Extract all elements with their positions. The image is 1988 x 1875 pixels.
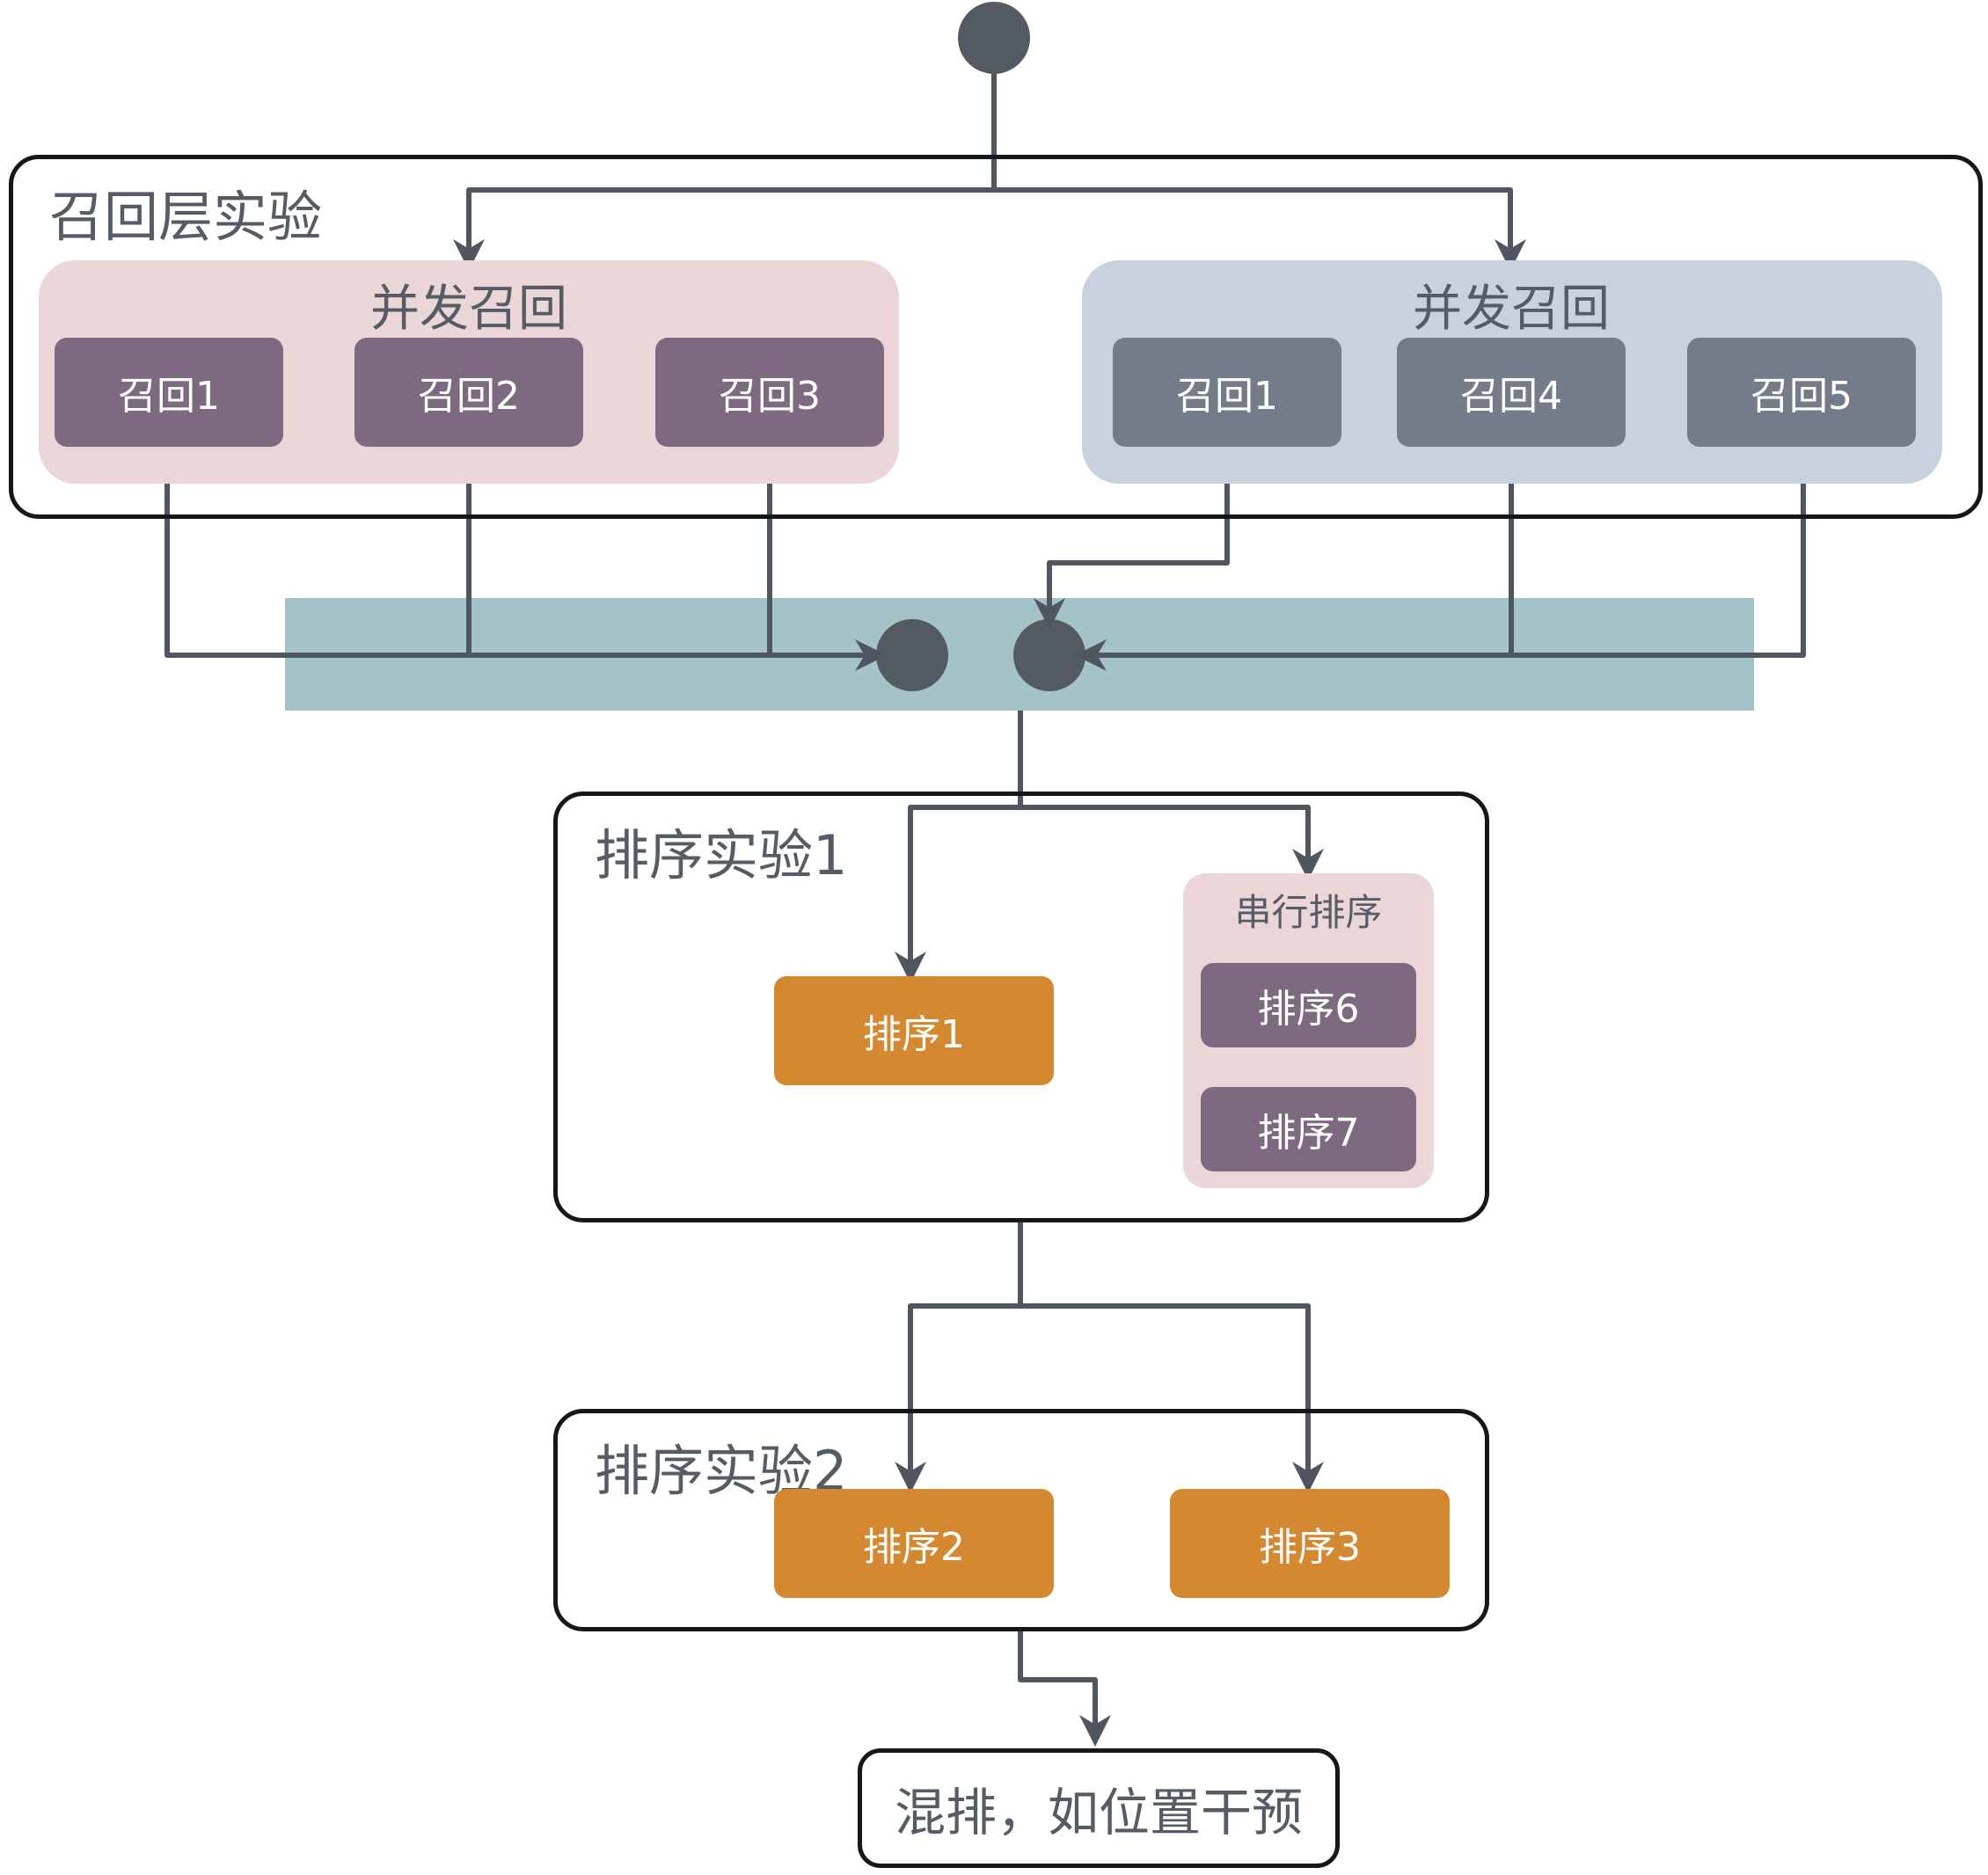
edge-to-rank3 — [1020, 1303, 1324, 1493]
right-group-label: 并发召回 — [1413, 281, 1610, 338]
recall-node-1b: 召回1 — [1113, 338, 1341, 447]
rank-node-2: 排序2 — [774, 1489, 1054, 1598]
rank-experiment-1-title: 排序实验1 — [595, 823, 848, 887]
rank-node-1: 排序1 — [774, 976, 1054, 1085]
final-step-box — [858, 1748, 1340, 1868]
rank-node-3: 排序3 — [1170, 1489, 1450, 1598]
rank-experiment-1-frame — [553, 792, 1489, 1222]
edge-recall1b-merge — [1034, 447, 1230, 630]
recall-node-5: 召回5 — [1687, 338, 1916, 447]
final-step-label: 混排，如位置干预 — [894, 1783, 1303, 1842]
edge-to-serial — [1020, 805, 1324, 880]
edge-split-left — [453, 187, 994, 271]
rank-node-7: 排序7 — [1201, 1087, 1416, 1171]
serial-group-label: 串行排序 — [1234, 891, 1383, 934]
edge-split-right — [994, 187, 1526, 271]
edge-to-rank2 — [895, 1303, 1020, 1493]
recall-experiment-frame — [9, 155, 1983, 519]
rank-node-6: 排序6 — [1201, 963, 1416, 1047]
start-node — [958, 2, 1030, 74]
left-group-label: 并发召回 — [370, 281, 567, 338]
merge-node-left — [876, 619, 948, 691]
edge-to-final — [1018, 1631, 1111, 1747]
recall-node-3: 召回3 — [655, 338, 884, 447]
recall-node-2: 召回2 — [354, 338, 583, 447]
recall-node-4: 召回4 — [1397, 338, 1626, 447]
merge-node-right — [1013, 619, 1085, 691]
recall-node-1: 召回1 — [55, 338, 283, 447]
recall-experiment-title: 召回层实验 — [49, 185, 323, 249]
edge-to-rank1 — [895, 805, 1020, 983]
rank-experiment-2-frame — [553, 1409, 1489, 1631]
